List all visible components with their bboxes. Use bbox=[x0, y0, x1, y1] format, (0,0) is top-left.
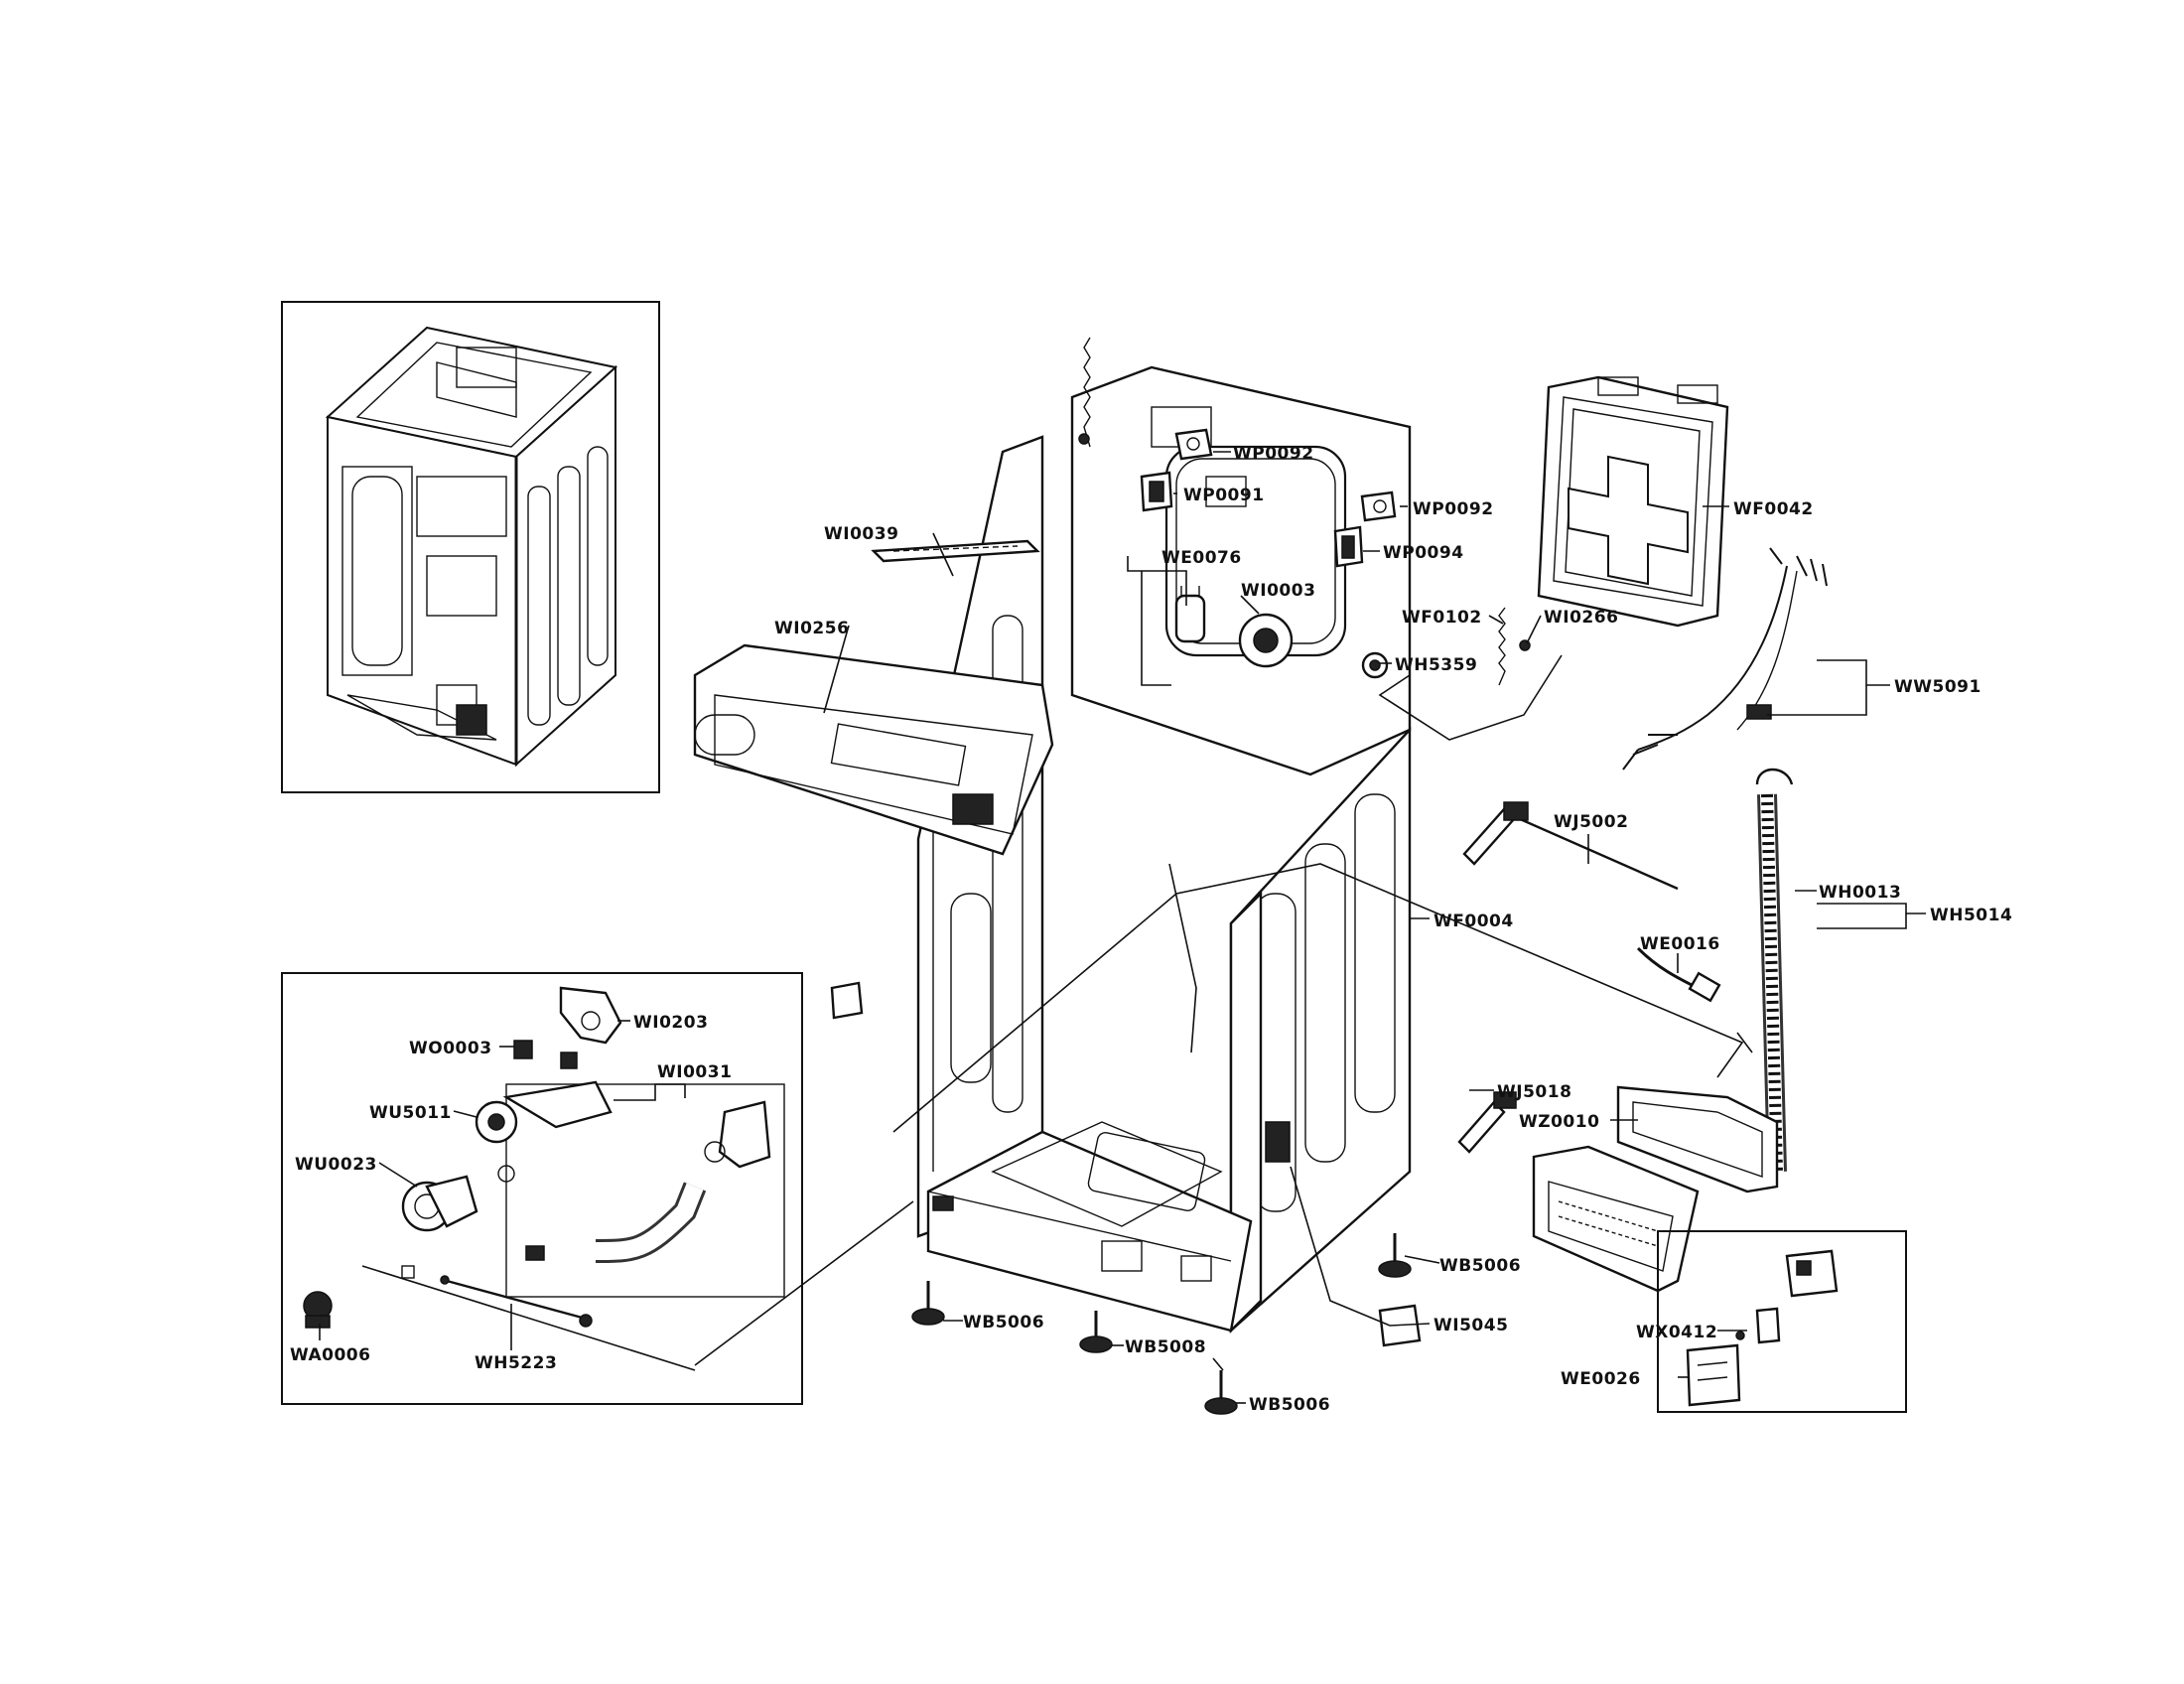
label-wa0006: WA0006 bbox=[290, 1345, 370, 1365]
label-wh5014: WH5014 bbox=[1930, 906, 2012, 925]
control-bracket bbox=[1616, 1085, 1779, 1193]
console-panel bbox=[693, 643, 1054, 856]
label-wp0091: WP0091 bbox=[1183, 486, 1265, 505]
damper-pad-3 bbox=[1360, 491, 1397, 522]
label-wb5006-right: WB5006 bbox=[1439, 1256, 1521, 1276]
label-wj5018: WJ5018 bbox=[1497, 1082, 1571, 1102]
label-wi0256: WI0256 bbox=[774, 619, 849, 638]
label-wu5011: WU5011 bbox=[369, 1103, 452, 1123]
label-wi0031: WI0031 bbox=[657, 1062, 732, 1082]
label-we0026: WE0026 bbox=[1561, 1369, 1641, 1389]
label-wb5006-left: WB5006 bbox=[963, 1313, 1044, 1333]
label-wi0003: WI0003 bbox=[1241, 581, 1315, 601]
damper-pad-1 bbox=[1174, 428, 1213, 461]
label-ww5091: WW5091 bbox=[1894, 677, 1981, 697]
label-wi0266: WI0266 bbox=[1544, 608, 1618, 628]
label-wf0042: WF0042 bbox=[1733, 499, 1814, 519]
label-wh0013: WH0013 bbox=[1819, 883, 1901, 903]
label-wz0010: WZ0010 bbox=[1519, 1112, 1599, 1132]
label-we0016: WE0016 bbox=[1640, 934, 1720, 954]
label-wh5359: WH5359 bbox=[1395, 655, 1477, 675]
hose-clip bbox=[1361, 651, 1389, 679]
inset-pump-assembly bbox=[281, 972, 803, 1405]
inset-control-detail bbox=[1657, 1230, 1907, 1413]
label-wi0039: WI0039 bbox=[824, 524, 898, 544]
label-wh5223: WH5223 bbox=[475, 1353, 557, 1373]
bushing bbox=[1238, 613, 1294, 668]
label-wo0003: WO0003 bbox=[409, 1039, 492, 1058]
control-board bbox=[1532, 1145, 1700, 1293]
label-wp0094: WP0094 bbox=[1383, 543, 1464, 563]
label-wf0102: WF0102 bbox=[1402, 608, 1482, 628]
label-wf0004: WF0004 bbox=[1433, 912, 1514, 931]
main-cabinet bbox=[916, 365, 1412, 1333]
lid-frame bbox=[1537, 375, 1729, 628]
wire-harness bbox=[1622, 547, 1828, 771]
label-wp0092-right: WP0092 bbox=[1413, 499, 1494, 519]
damper-rod-top bbox=[1462, 801, 1679, 891]
label-wj5002: WJ5002 bbox=[1554, 812, 1628, 832]
label-we0076: WE0076 bbox=[1161, 548, 1242, 568]
capacitor bbox=[1174, 586, 1206, 643]
label-wi5045: WI5045 bbox=[1433, 1316, 1508, 1335]
damper-pad-2 bbox=[1140, 471, 1173, 512]
label-wp0092-top: WP0092 bbox=[1233, 444, 1314, 464]
label-wb5008-center: WB5008 bbox=[1125, 1337, 1206, 1357]
damper-rod-bottom bbox=[1457, 1091, 1517, 1154]
leveling-foot-left bbox=[911, 1281, 945, 1326]
part-labels: WP0092 WP0091 WP0092 WP0094 WI0039 WE007… bbox=[290, 444, 2012, 1415]
label-wx0412: WX0412 bbox=[1636, 1323, 1717, 1342]
label-wu0023: WU0023 bbox=[295, 1155, 377, 1175]
leveling-foot-bottom bbox=[1204, 1370, 1238, 1415]
small-clip-left bbox=[830, 981, 864, 1020]
spring-wf0102 bbox=[1498, 607, 1531, 686]
label-wb5006-bottom: WB5006 bbox=[1249, 1395, 1330, 1415]
leader-lines bbox=[319, 451, 1926, 1404]
power-cord bbox=[1636, 946, 1721, 1003]
leveling-foot-right bbox=[1378, 1233, 1412, 1278]
damper-pad-4 bbox=[1333, 525, 1364, 568]
label-wi0203: WI0203 bbox=[633, 1013, 708, 1033]
leveling-foot-center bbox=[1079, 1311, 1113, 1353]
spring-wp bbox=[1078, 337, 1091, 448]
inset-assembled-view bbox=[281, 301, 660, 793]
top-bracket bbox=[871, 539, 1040, 563]
drain-hose bbox=[1755, 768, 1794, 1173]
